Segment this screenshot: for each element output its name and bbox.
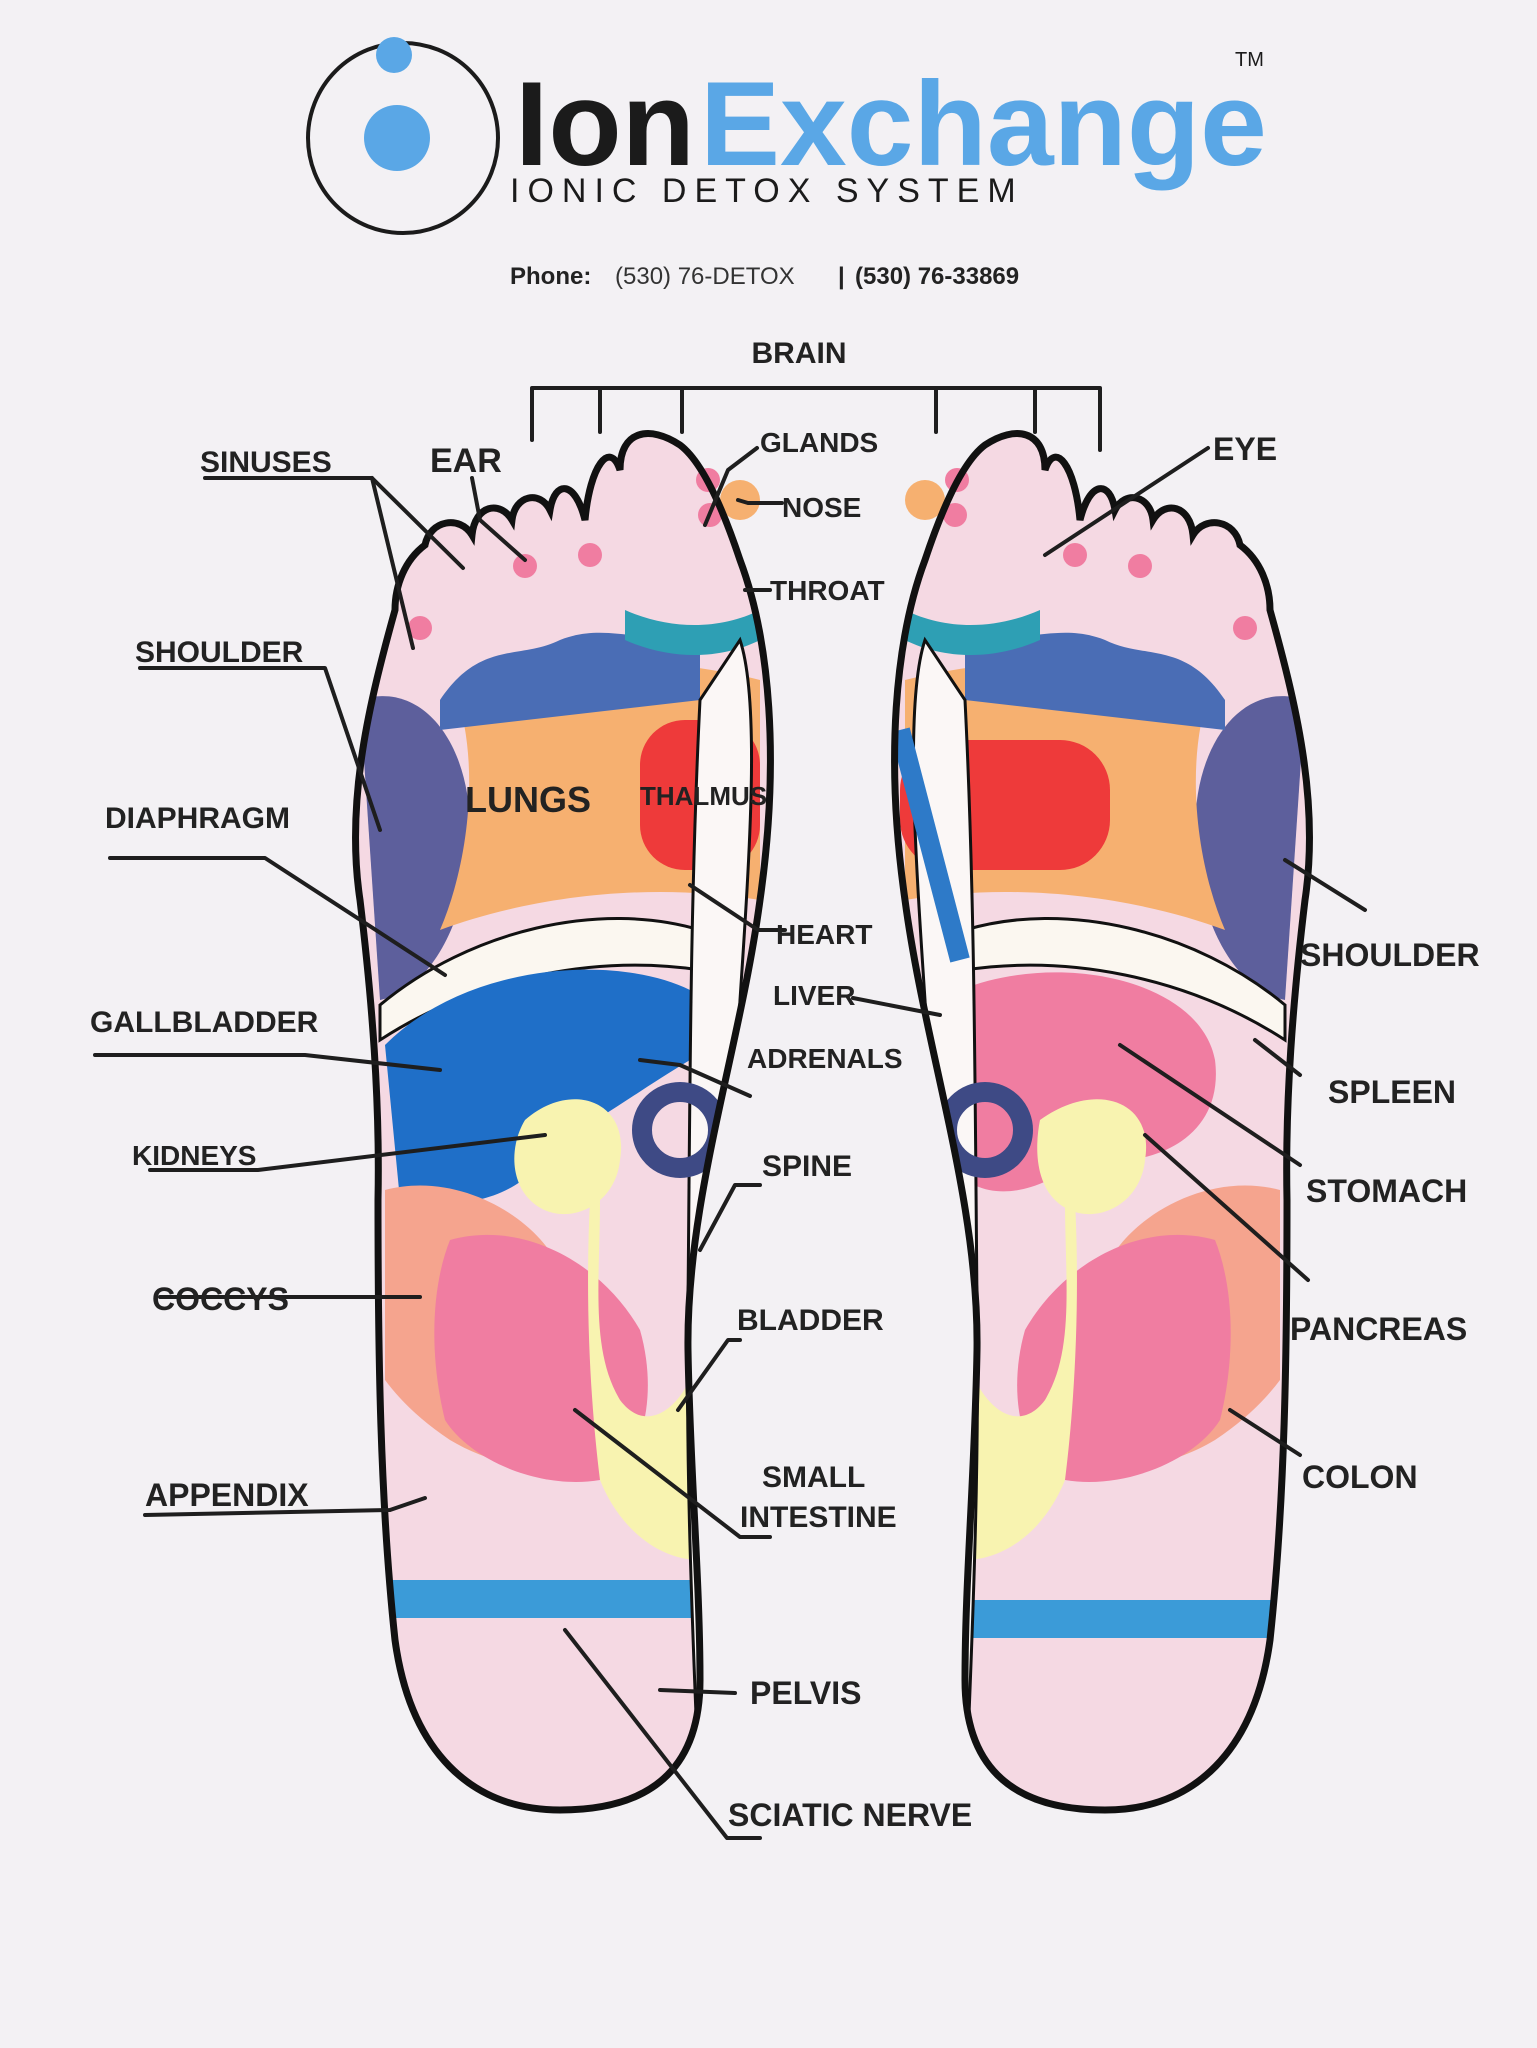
label-thalmus: THALMUS — [640, 781, 767, 811]
svg-text:Phone: (530) 76-DETOX: Phone: (530) 76-DETOX | (530) 76-33869 — [510, 263, 1019, 290]
zone-labels: BRAIN SINUSES EAR GLANDS NOSE THROAT EYE… — [90, 337, 1480, 1833]
left-foot — [355, 434, 770, 1810]
label-glands: GLANDS — [760, 427, 878, 458]
right-pelvis-band — [945, 1600, 1305, 1638]
label-nose: NOSE — [782, 492, 861, 523]
phone-numeric: (530) 76-33869 — [855, 263, 1019, 290]
label-shoulder-left: SHOULDER — [135, 636, 304, 669]
label-spleen: SPLEEN — [1328, 1074, 1456, 1110]
label-liver: LIVER — [773, 980, 855, 1011]
label-lungs: LUNGS — [465, 779, 591, 820]
label-pancreas: PANCREAS — [1290, 1311, 1467, 1347]
label-appendix: APPENDIX — [145, 1477, 309, 1513]
brain-bracket — [530, 386, 1102, 452]
logo-large-dot — [364, 105, 430, 171]
ion-logo-icon — [306, 37, 500, 235]
label-colon: COLON — [1302, 1459, 1418, 1495]
label-bladder: BLADDER — [737, 1304, 884, 1337]
phone-alpha: (530) 76-DETOX — [615, 263, 795, 290]
label-brain: BRAIN — [752, 337, 847, 370]
label-sinuses: SINUSES — [200, 446, 332, 479]
brand-tagline: IONIC DETOX SYSTEM — [510, 172, 1024, 210]
label-kidneys: KIDNEYS — [132, 1140, 256, 1171]
logo-small-dot — [376, 37, 412, 73]
left-kidney-zone — [514, 1099, 622, 1215]
label-adrenals: ADRENALS — [747, 1043, 903, 1074]
label-small-intestine-line1: SMALL — [762, 1461, 865, 1494]
brand-logo: Ion Exchange TM IONIC DETOX SYSTEM — [306, 37, 1267, 235]
label-shoulder-right: SHOULDER — [1300, 937, 1480, 973]
label-small-intestine-line2: INTESTINE — [740, 1501, 897, 1534]
label-heart: HEART — [776, 919, 872, 950]
phone-separator: | — [838, 263, 845, 290]
trademark-symbol: TM — [1235, 49, 1264, 71]
right-foot — [895, 434, 1310, 1810]
contact-line: Phone: (530) 76-DETOX | (530) 76-33869 — [510, 263, 1019, 290]
label-sciatic-nerve: SCIATIC NERVE — [728, 1797, 972, 1833]
brand-name-ion: Ion — [515, 57, 695, 191]
label-coccys: COCCYS — [152, 1281, 289, 1317]
label-ear: EAR — [430, 442, 502, 480]
label-pelvis: PELVIS — [750, 1675, 861, 1711]
label-eye: EYE — [1213, 431, 1277, 467]
phone-label: Phone: — [510, 263, 591, 290]
label-diaphragm: DIAPHRAGM — [105, 802, 290, 835]
label-throat: THROAT — [770, 575, 885, 606]
label-gallbladder: GALLBLADDER — [90, 1006, 319, 1039]
label-spine: SPINE — [762, 1150, 852, 1183]
left-pelvis-band — [360, 1580, 720, 1618]
label-stomach: STOMACH — [1306, 1173, 1467, 1209]
brand-name-exchange: Exchange — [700, 57, 1267, 191]
leader-lines — [93, 446, 1367, 1840]
